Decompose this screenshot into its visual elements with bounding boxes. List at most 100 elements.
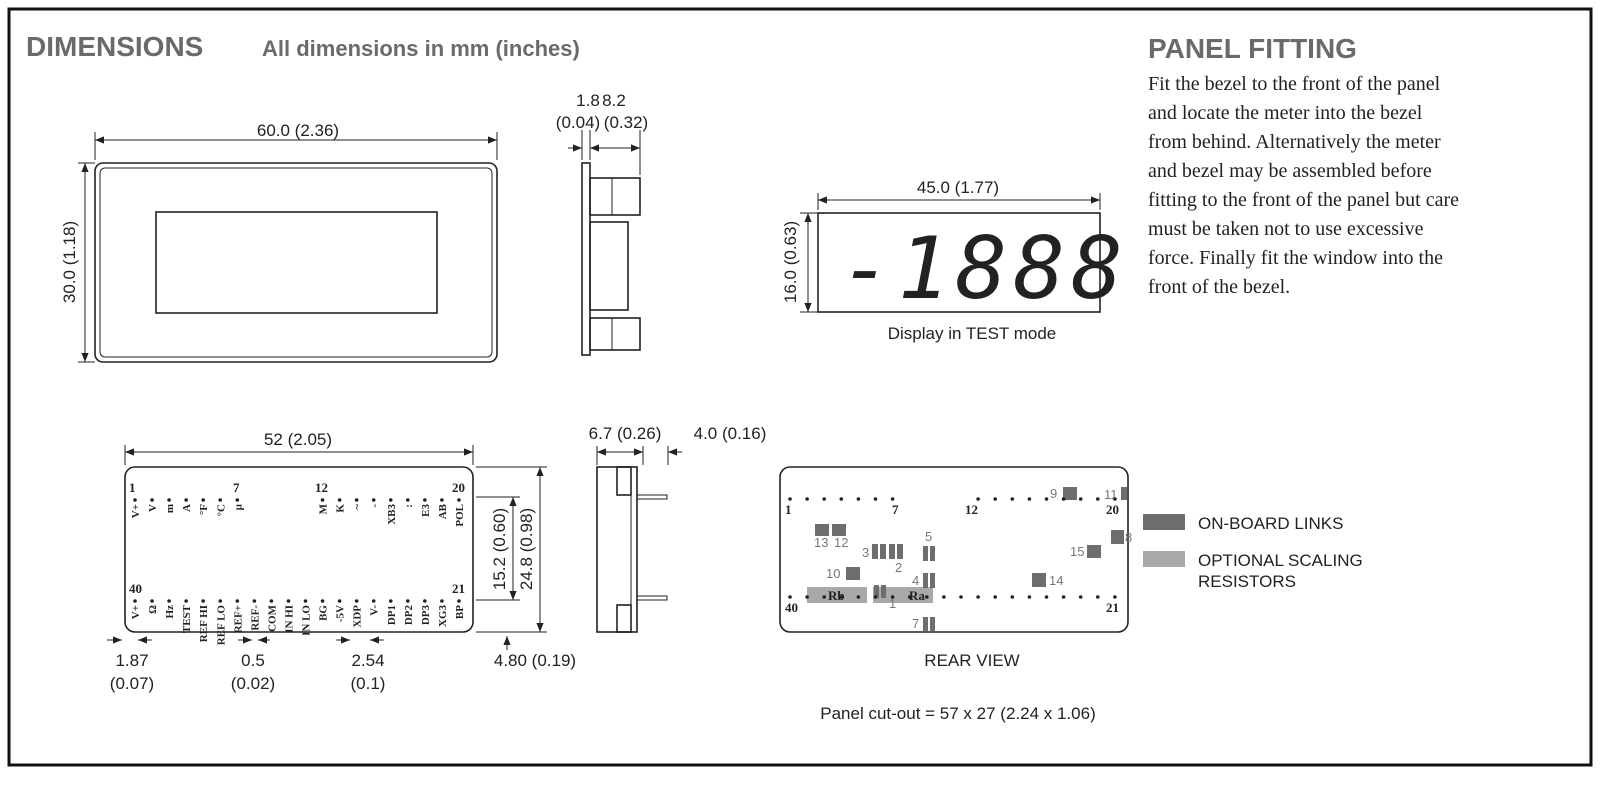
pin-dot (371, 599, 376, 603)
paragraph-line: force. Finally fit the window into the (1148, 247, 1443, 269)
resistor-rb-label: Rb (828, 588, 845, 603)
pin-dot (218, 498, 223, 502)
pin-label: XDP (352, 605, 364, 628)
paragraph-line: front of the bezel. (1148, 276, 1290, 298)
side2-dim-a: 6.7 (0.26) (589, 424, 662, 443)
pin-dot (1010, 595, 1015, 599)
pin-label: A (181, 504, 193, 512)
pin-label: V (147, 504, 159, 512)
pin-label: DP2 (403, 605, 415, 626)
pin-dot (976, 497, 980, 501)
paragraph-line: must be taken not to use excessive (1148, 218, 1424, 240)
pin-dot (150, 599, 154, 603)
pin-view: 52 (2.05) 1 7 12 20 40 21 15.2 (0.60) 24… (107, 430, 576, 693)
pin-number: 1 (129, 480, 136, 495)
dim-2-54: 2.54 (351, 651, 384, 670)
pin-dot (1096, 595, 1100, 599)
pin-dot (925, 595, 929, 599)
display-view: -1888 45.0 (1.77) 16.0 (0.63) Display in… (781, 178, 1129, 343)
display-reading: -1888 (840, 219, 1129, 319)
panel-cutout-text: Panel cut-out = 57 x 27 (2.24 x 1.06) (820, 704, 1095, 723)
pin-number: 12 (315, 480, 328, 495)
pin-dot (133, 498, 137, 502)
pin-label: IN HI (283, 605, 295, 633)
pin-dot (235, 599, 240, 603)
section-title: DIMENSIONS (26, 31, 203, 62)
pin-dot (1027, 595, 1032, 599)
pin-dot (839, 497, 844, 501)
pin-dot (133, 599, 137, 603)
legend: ON-BOARD LINKS OPTIONAL SCALING RESISTOR… (1143, 514, 1363, 591)
pin-label: REF LO (215, 605, 227, 646)
rear-view: 1 7 12 20 40 21 Rb Ra 1 2 3 4 5 7 (779, 466, 1132, 723)
pin-dot (354, 599, 359, 603)
display-caption: Display in TEST mode (888, 324, 1057, 343)
pin-dot (337, 599, 342, 603)
link-label: 4 (912, 573, 919, 588)
link-label: 9 (1050, 486, 1057, 501)
pin-view-width-dim: 52 (2.05) (264, 430, 332, 449)
link-label: 3 (862, 545, 869, 560)
pin-label: COM (266, 604, 278, 632)
pin-dot (406, 498, 410, 502)
pin-dot (805, 595, 809, 599)
front-width-dim: 60.0 (2.36) (257, 121, 339, 140)
pin-dot (993, 595, 997, 599)
pin-label: DP3 (420, 605, 432, 626)
pin-dot (184, 498, 188, 502)
pin-label: POL (454, 504, 466, 527)
pin-number: 12 (965, 502, 978, 517)
dim-0-5-in: (0.02) (231, 674, 275, 693)
pin-dot (457, 498, 461, 502)
legend-swatch-optional (1143, 551, 1185, 567)
pin-dot (976, 595, 980, 599)
pin-dot (856, 595, 861, 599)
pin-dot (788, 497, 792, 501)
dim-15-2: 15.2 (0.60) (490, 508, 509, 590)
pin-label: TEST (181, 604, 193, 633)
pin-label: K (335, 504, 347, 513)
pin-label: IN LO (301, 605, 313, 636)
pin-dot (269, 599, 274, 603)
pin-label: DP1 (386, 605, 398, 625)
rear-view-caption: REAR VIEW (924, 651, 1019, 670)
pin-dot (320, 498, 325, 502)
pin-number: 7 (233, 480, 240, 495)
link-label: 1 (889, 596, 896, 611)
pin-dot (873, 497, 878, 501)
front-view: 60.0 (2.36) 30.0 (1.18) (60, 121, 498, 363)
pin-label: XB3 (386, 504, 398, 525)
side-view-2: 6.7 (0.26) 4.0 (0.16) (589, 424, 767, 633)
pin-label: V+ (130, 605, 142, 619)
pin-dot (303, 599, 308, 603)
pin-label: XG3 (437, 605, 449, 628)
side-view: 1.8 8.2 (0.04) (0.32) (556, 91, 648, 356)
pin-dot (423, 498, 427, 502)
display-height-dim: 16.0 (0.63) (781, 221, 800, 303)
pin-label: M (318, 503, 330, 514)
pin-dot (457, 599, 461, 603)
pin-dot (907, 595, 912, 599)
pin-dot (1027, 497, 1032, 501)
pin-dot (406, 599, 410, 603)
pin-dot (201, 498, 205, 502)
pin-label: E3 (420, 504, 432, 517)
pin-dot (371, 498, 376, 502)
dim-1-87-in: (0.07) (110, 674, 154, 693)
pin-label: °F (198, 504, 210, 515)
pin-dot (822, 497, 826, 501)
side-dim-b-in: (0.32) (604, 113, 648, 132)
paragraph-line: and locate the meter into the bezel (1148, 102, 1423, 124)
pin-dot (1113, 497, 1117, 501)
pin-dot (354, 498, 359, 502)
dim-24-8: 24.8 (0.98) (517, 508, 536, 590)
pin-label: : (403, 504, 415, 508)
pin-number: 40 (129, 581, 142, 596)
side2-dim-b: 4.0 (0.16) (694, 424, 767, 443)
link-label: 10 (826, 566, 840, 581)
pin-number: 7 (892, 502, 899, 517)
pin-label: m (164, 504, 176, 513)
dim-2-54-in: (0.1) (351, 674, 386, 693)
side-dim-a-in: (0.04) (556, 113, 600, 132)
panel-fitting-text: Fit the bezel to the front of the panel … (1148, 73, 1459, 298)
